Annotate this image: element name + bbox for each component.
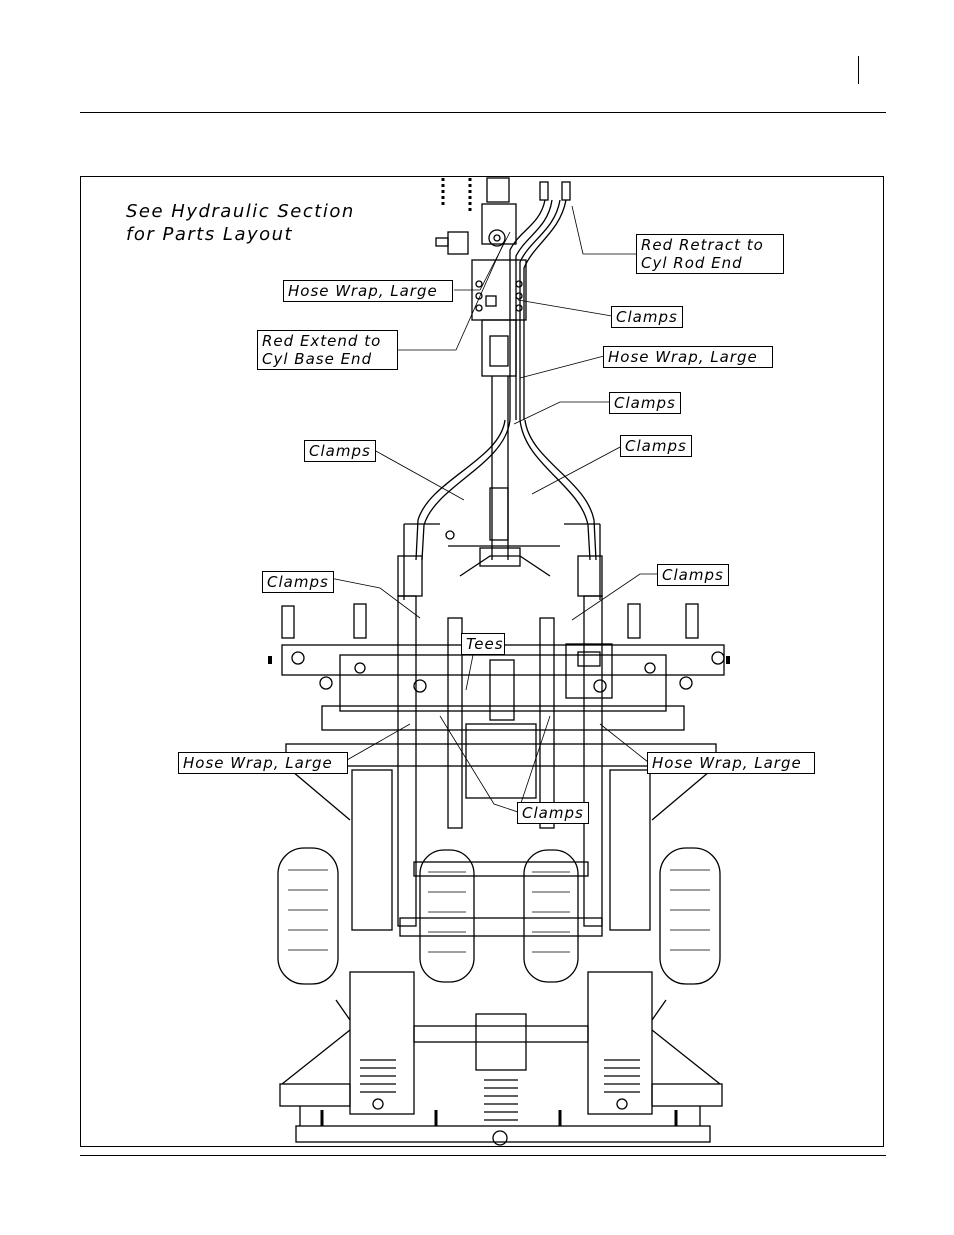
callout-red-extend-line-1: Red Extend to <box>262 332 393 350</box>
callout-clamps-bottom: Clamps <box>517 802 589 824</box>
note-line-1: See Hydraulic Section <box>126 200 355 223</box>
callout-hose-wrap-right: Hose Wrap, Large <box>647 752 815 774</box>
callout-clamps-lower-right: Clamps <box>657 564 729 586</box>
hoses <box>416 200 596 560</box>
callout-red-retract-line-2: Cyl Rod End <box>641 254 779 272</box>
callout-clamps-top-right: Clamps <box>611 306 683 328</box>
rear-frame <box>280 972 722 1145</box>
callout-clamps-mid-right: Clamps <box>609 392 681 414</box>
callout-clamps-lower-left: Clamps <box>262 571 334 593</box>
callout-red-retract: Red Retract to Cyl Rod End <box>636 234 784 274</box>
callout-clamps-right: Clamps <box>620 435 692 457</box>
hitch <box>436 178 570 320</box>
callout-red-extend: Red Extend to Cyl Base End <box>257 330 398 370</box>
note-line-2: for Parts Layout <box>126 223 355 246</box>
callout-hose-wrap-top: Hose Wrap, Large <box>283 280 453 302</box>
callout-hose-wrap-left: Hose Wrap, Large <box>178 752 348 774</box>
callout-red-extend-line-2: Cyl Base End <box>262 350 393 368</box>
tongue <box>446 320 516 560</box>
callout-tees: Tees <box>461 633 505 655</box>
callout-red-retract-line-1: Red Retract to <box>641 236 779 254</box>
callout-clamps-left: Clamps <box>304 440 376 462</box>
hydraulic-note: See Hydraulic Section for Parts Layout <box>126 200 355 246</box>
wheels <box>278 848 720 984</box>
callout-hose-wrap-mid: Hose Wrap, Large <box>603 346 773 368</box>
